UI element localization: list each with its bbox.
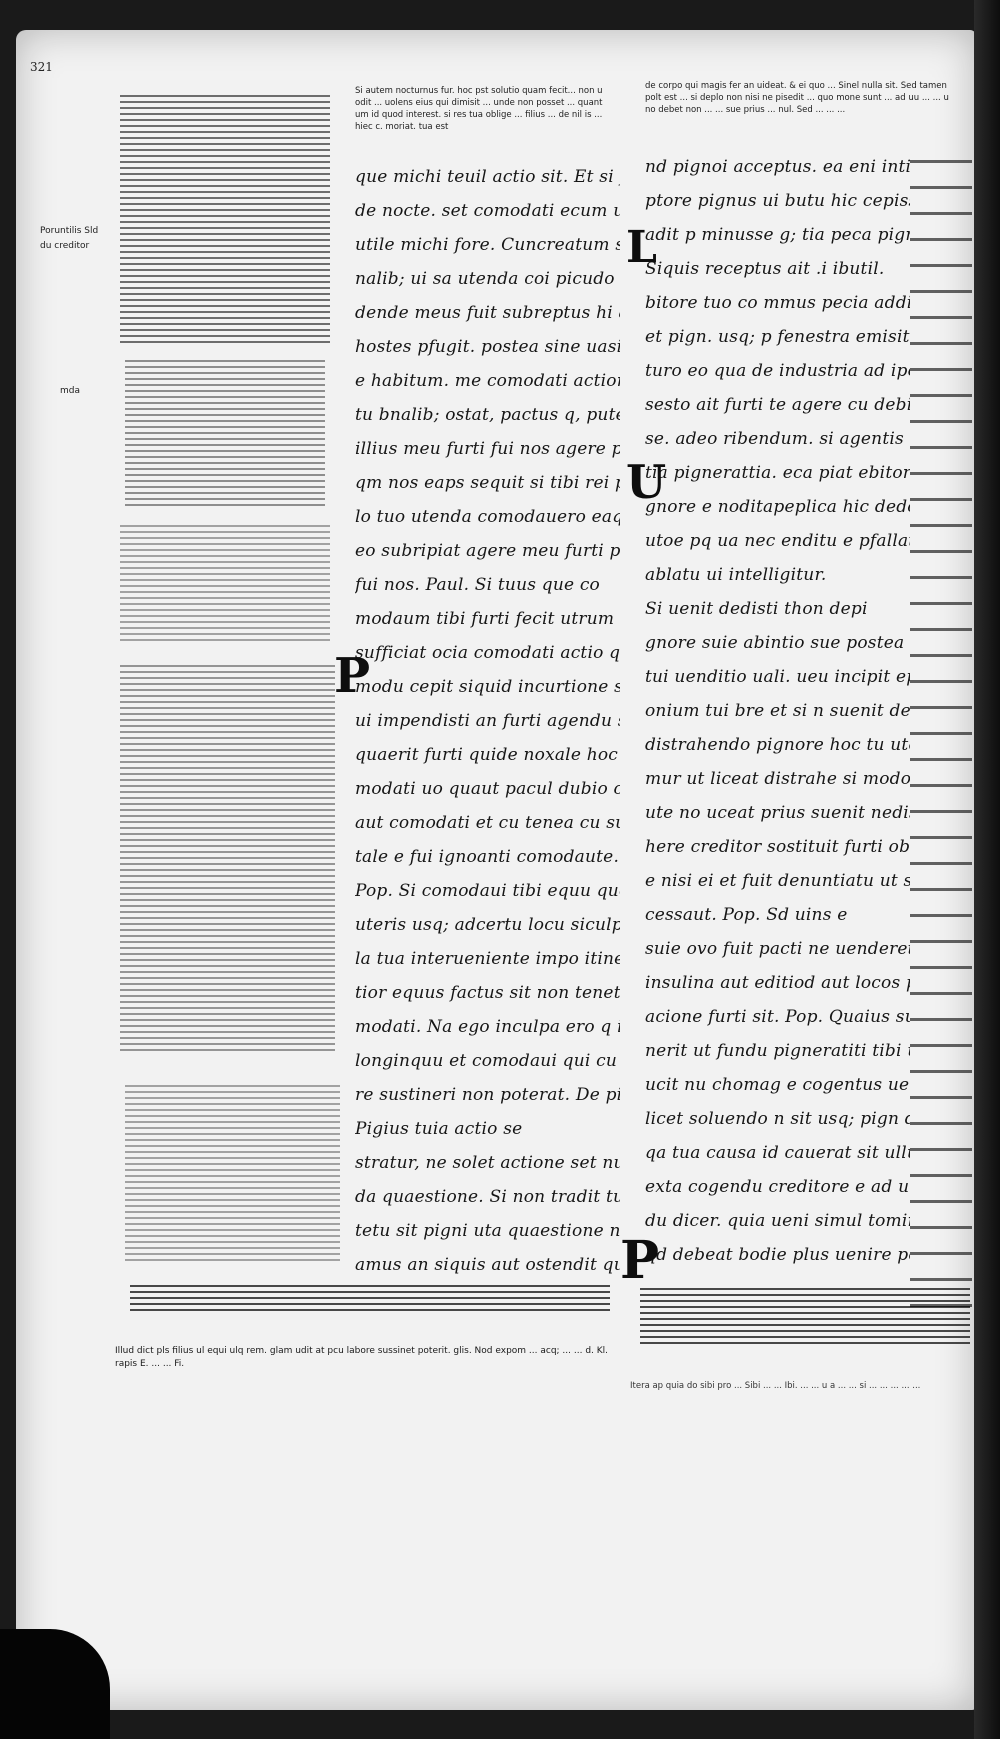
text-line: sesto ait furti te agere cu debitore po — [645, 395, 910, 415]
text-line: tu bnalib; ostat, pactus q, pute esset — [355, 405, 620, 425]
photographer-thumb — [0, 1629, 110, 1739]
text-line: e nisi ei et fuit denuntiatu ut solut — [645, 871, 910, 891]
text-line: aut comodati et cu tenea cu suens — [355, 813, 620, 833]
text-line: mur ut liceat distrahe si modo n sue — [645, 769, 910, 789]
book-spine — [974, 0, 1000, 1739]
text-line: ucit nu chomag e cogentus uende — [645, 1075, 910, 1095]
text-line: et pign. usq; p fenestra emisit. excep — [645, 327, 910, 347]
text-line: tale e fui ignoanti comodaute. — [355, 847, 620, 867]
text-line: turo eo qua de industria ad ipo solui — [645, 361, 910, 381]
bottom-gloss-bar-middle — [130, 1285, 610, 1313]
folio-number: 321 — [30, 60, 53, 74]
text-line: qa tua causa id cauerat sit ullus nus — [645, 1143, 910, 1163]
text-line: gnore e noditapeplica hic dedolo. Hic — [645, 497, 910, 517]
text-line: ui impendisti an furti agendu sit — [355, 711, 620, 731]
left-gloss-block-5 — [125, 1085, 340, 1265]
text-line: e habitum. me comodati actione cum — [355, 371, 620, 391]
bottom-note-right: Itera ap quia do sibi pro ... Sibi ... .… — [630, 1381, 921, 1391]
text-line: modati. Na ego inculpa ero q in tam — [355, 1017, 620, 1037]
left-gloss-block-2 — [125, 360, 325, 510]
text-line: acione furti sit. Pop. Quaius sue — [645, 1007, 910, 1027]
initial-p-middle: P — [334, 648, 371, 704]
text-line: tetu sit pigni uta quaestione nd — [355, 1221, 620, 1241]
initial-l-right: L — [626, 222, 657, 273]
text-line: quaerit furti quide noxale hoc co — [355, 745, 620, 765]
top-gloss-right: de corpo qui magis fer an uideat. & ei q… — [645, 81, 950, 115]
text-line: nd pignoi acceptus. ea eni intione e — [645, 157, 910, 177]
text-line: Pigius tuia actio se — [355, 1119, 523, 1139]
text-line: fui nos. Paul. Si tuus que co — [355, 575, 600, 595]
bottom-gloss-bar-right — [640, 1288, 970, 1348]
text-line: qm nos eaps sequit si tibi rei picu — [355, 473, 620, 493]
text-line: tia pignerattia. eca piat ebitor depi — [645, 463, 910, 483]
text-line: gnore suie abintio sue postea non — [645, 633, 910, 653]
text-line: here creditor sostituit furti obliga — [645, 837, 910, 857]
text-line: que michi teuil actio sit. Et si furtu g — [355, 167, 620, 187]
text-line: ptore pignus ui butu hic cepisse. Neq — [645, 191, 910, 211]
left-margin-label-3: mda — [60, 386, 80, 396]
initial-p-right: P — [620, 1230, 660, 1291]
left-margin-label-1: Poruntilis Sld — [40, 226, 99, 236]
text-line: utile michi fore. Cuncreatum stube- — [355, 235, 620, 255]
left-gloss-block-1 — [120, 95, 330, 345]
text-line: ablatu ui intelligitur. — [645, 565, 827, 585]
text-line: adit p minusse g; tia peca pignus sit — [645, 225, 910, 245]
left-gloss-block-3 — [120, 525, 330, 645]
top-gloss-middle: Si autem nocturnus fur. hoc pst solutio … — [355, 86, 605, 132]
text-line: licet soluendo n sit usq; pign dedit — [645, 1109, 910, 1129]
text-line: Siquis receptus ait .i ibutil. — [645, 259, 885, 279]
text-line: dende meus fuit subreptus hi ad — [355, 303, 620, 323]
text-line: hostes pfugit. postea sine uasi tui — [355, 337, 620, 357]
text-line: exta cogendu creditore e ad uenden — [645, 1177, 910, 1197]
left-margin-label-2: du creditor — [40, 241, 90, 251]
text-line: uteris usq; adcertu locu siculpa nul — [355, 915, 620, 935]
text-line: tui uenditio uali. ueu incipit epta — [645, 667, 910, 687]
text-line: illius meu furti fui nos agere posse — [355, 439, 620, 459]
adjacent-page-edge — [910, 160, 972, 1310]
text-column-right: nd pignoi acceptus. ea eni intione e ptor… — [645, 150, 910, 1280]
text-line: nerit ut fundu pigneratiti tibi uende — [645, 1041, 910, 1061]
left-gloss-block-4 — [120, 665, 335, 1055]
text-line: du dicer. quia ueni simul tominus sit — [645, 1211, 910, 1231]
text-line: suie ovo fuit pacti ne uenderet sue — [645, 939, 910, 959]
text-line: sufficiat ocia comodati actio que ad — [355, 643, 620, 663]
text-line: insulina aut editiod aut locos pi — [645, 973, 910, 993]
text-line: cessaut. Pop. Sd uins e — [645, 905, 848, 925]
text-line: lo tuo utenda comodauero eaq; a fuom — [355, 507, 620, 527]
text-line: qd debeat bodie plus uenire pos — [645, 1245, 910, 1265]
text-line: modaum tibi furti fecit utrum — [355, 609, 615, 629]
text-line: utoe pq ua nec enditu e pfallatiam — [645, 531, 910, 551]
text-line: Pop. Si comodaui tibi equu quo — [355, 881, 620, 901]
text-line: nalib; ui sa utenda coi picudo dedi. ac — [355, 269, 620, 289]
text-line: se. adeo ribendum. si agentis ea — [645, 429, 910, 449]
text-line: stratur, ne solet actione set nu — [355, 1153, 620, 1173]
text-line: ute no uceat prius suenit nedistra — [645, 803, 910, 823]
text-line: eo subripiat agere meu furti posse — [355, 541, 620, 561]
text-line: da quaestione. Si non tradit tu. Sig a — [355, 1187, 620, 1207]
initial-u-right: U — [626, 455, 667, 509]
text-line: amus an siquis aut ostendit qua pi — [355, 1255, 620, 1275]
text-line: sit pignus qua postea melius ai — [645, 1272, 910, 1280]
text-line: onium tui bre et si n suenit de — [645, 701, 910, 721]
text-line: longinquu et comodaui qui cu labo — [355, 1051, 620, 1071]
text-line: re sustineri non poterat. De pigna — [355, 1085, 620, 1105]
bottom-note-middle: Illud dict pls filius ul equi ulq rem. g… — [115, 1346, 609, 1369]
text-line: modu cepit siquid incurtione s — [355, 677, 620, 697]
text-line: tior equus factus sit non tenetis co — [355, 983, 620, 1003]
text-line: Si uenit dedisti thon depi — [645, 599, 868, 619]
text-line: distrahendo pignore hoc tu uto uti — [645, 735, 910, 755]
text-line: bitore tuo co mmus pecia addidisti — [645, 293, 910, 313]
text-column-middle: que michi teuil actio sit. Et si furtu g… — [355, 160, 620, 1280]
text-line: la tua interueniente impo itinere de — [355, 949, 620, 969]
text-line: modati uo quaut pacul dubio ocia — [355, 779, 620, 799]
text-line: de nocte. set comodati ecum uidetul — [355, 201, 620, 221]
